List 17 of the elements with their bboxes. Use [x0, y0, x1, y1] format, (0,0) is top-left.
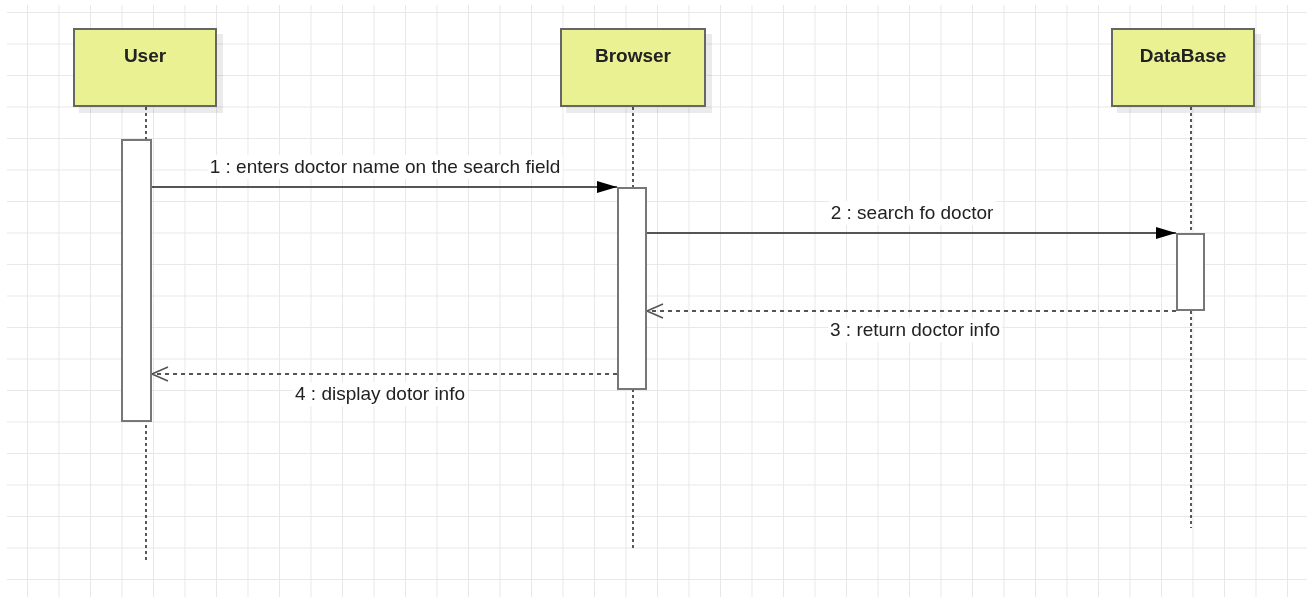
- activation-bar: [617, 187, 647, 390]
- message-label: 1 : enters doctor name on the search field: [207, 155, 563, 179]
- lifeline-header-box: [1111, 28, 1255, 107]
- return-message-arrow: [646, 303, 1177, 319]
- lifeline-header-box: [73, 28, 217, 107]
- activation-bar: [1176, 233, 1205, 311]
- message-arrow: [646, 227, 1177, 239]
- message-label: 2 : search fo doctor: [828, 201, 996, 225]
- message-label: 4 : display dotor info: [293, 382, 467, 406]
- participant-name: DataBase: [1139, 44, 1227, 68]
- activation-bar: [121, 139, 152, 422]
- message-label: 3 : return doctor info: [828, 318, 1002, 342]
- participant-name: Browser: [595, 44, 671, 68]
- message-arrow: [151, 181, 618, 193]
- return-message-arrow: [151, 366, 618, 382]
- participant-name: User: [123, 44, 167, 68]
- lifeline-header-box: [560, 28, 706, 107]
